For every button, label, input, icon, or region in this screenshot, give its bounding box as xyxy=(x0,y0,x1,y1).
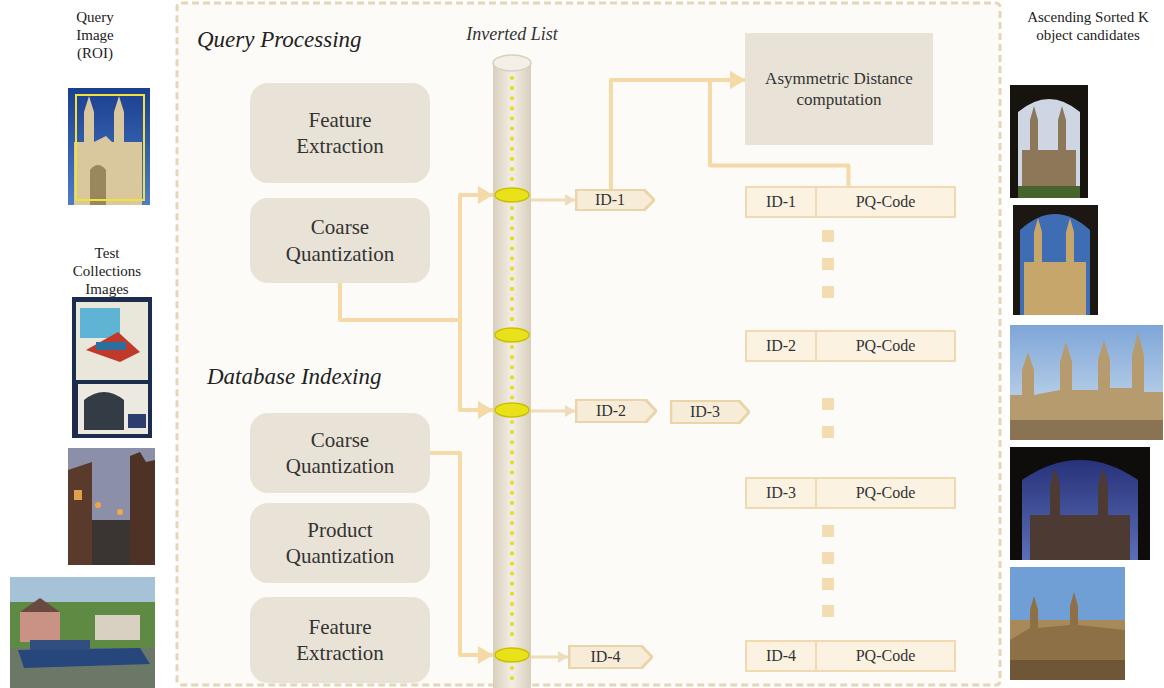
test-photo xyxy=(68,448,155,565)
id-label: ID-2 xyxy=(596,402,626,420)
test-photo xyxy=(72,297,152,438)
tag-outline xyxy=(576,189,654,210)
tag-outline xyxy=(576,399,656,422)
id-tag: ID-1 xyxy=(575,189,655,211)
id-tag: ID-3 xyxy=(670,400,750,424)
connector xyxy=(531,651,568,663)
inverted-list: Inverted List xyxy=(493,55,531,688)
box-label: Feature Extraction xyxy=(276,107,404,160)
id-cell: ID-4 xyxy=(747,642,817,670)
arrowhead xyxy=(730,71,745,89)
result-photo xyxy=(1010,85,1088,198)
process-box: Coarse Quantization xyxy=(250,413,430,493)
arrowhead xyxy=(478,401,493,419)
process-box: Coarse Quantization xyxy=(250,198,430,283)
connector-line xyxy=(460,320,493,410)
result-photo xyxy=(1013,205,1098,315)
id-tag: ID-2 xyxy=(575,399,657,423)
tag-outline xyxy=(569,645,652,668)
arrowhead xyxy=(558,651,568,663)
image-caption: Test Collections Images xyxy=(67,244,147,298)
pq-code-entry: ID-2PQ-Code xyxy=(745,330,956,362)
code-cell: PQ-Code xyxy=(817,642,954,670)
id-label: ID-3 xyxy=(690,403,720,421)
list-heading: Inverted List xyxy=(466,24,558,45)
id-tag: ID-4 xyxy=(568,645,653,669)
process-box: Asymmetric Distance computation xyxy=(745,33,933,145)
connector-line xyxy=(611,80,745,189)
result-photo xyxy=(1010,447,1150,560)
box-label: Coarse Quantization xyxy=(276,427,404,480)
id-cell: ID-1 xyxy=(747,188,817,216)
process-box: Product Quantization xyxy=(250,503,430,583)
pq-code-entry: ID-1PQ-Code xyxy=(745,186,956,218)
panel xyxy=(177,3,1000,685)
code-cell: PQ-Code xyxy=(817,479,954,507)
image-caption: Query Image (ROI) xyxy=(65,8,125,62)
box-label: Asymmetric Distance computation xyxy=(761,68,917,111)
id-label: ID-4 xyxy=(590,648,620,666)
arrowhead xyxy=(478,646,493,664)
arrowhead xyxy=(478,186,493,204)
arrowhead xyxy=(730,71,745,89)
section-heading: Database Indexing xyxy=(207,364,381,390)
tag-outline xyxy=(671,400,749,423)
connector xyxy=(430,453,493,664)
continuation-squares xyxy=(822,230,834,617)
connector xyxy=(531,405,575,417)
id-label: ID-1 xyxy=(595,191,625,209)
connector-line xyxy=(430,453,493,655)
arrowhead xyxy=(565,405,575,417)
process-box: Feature Extraction xyxy=(250,83,430,183)
process-box: Feature Extraction xyxy=(250,597,430,683)
box-label: Coarse Quantization xyxy=(276,214,404,267)
id-cell: ID-2 xyxy=(747,332,817,360)
arrowhead xyxy=(565,194,575,206)
code-cell: PQ-Code xyxy=(817,188,954,216)
inverted-list-cylinder xyxy=(493,55,531,688)
connector xyxy=(531,194,575,206)
id-cell: ID-3 xyxy=(747,479,817,507)
section-heading: Query Processing xyxy=(197,27,362,53)
box-label: Feature Extraction xyxy=(276,614,404,667)
image-caption: Ascending Sorted K object candidates xyxy=(1027,8,1149,44)
pq-code-entry: ID-3PQ-Code xyxy=(745,477,956,509)
pq-code-entry: ID-4PQ-Code xyxy=(745,640,956,672)
code-cell: PQ-Code xyxy=(817,332,954,360)
box-label: Product Quantization xyxy=(276,517,404,570)
query-photo xyxy=(68,88,150,205)
test-photo xyxy=(10,577,155,688)
result-photo xyxy=(1010,567,1125,680)
connector xyxy=(611,71,745,189)
result-photo xyxy=(1010,325,1163,440)
